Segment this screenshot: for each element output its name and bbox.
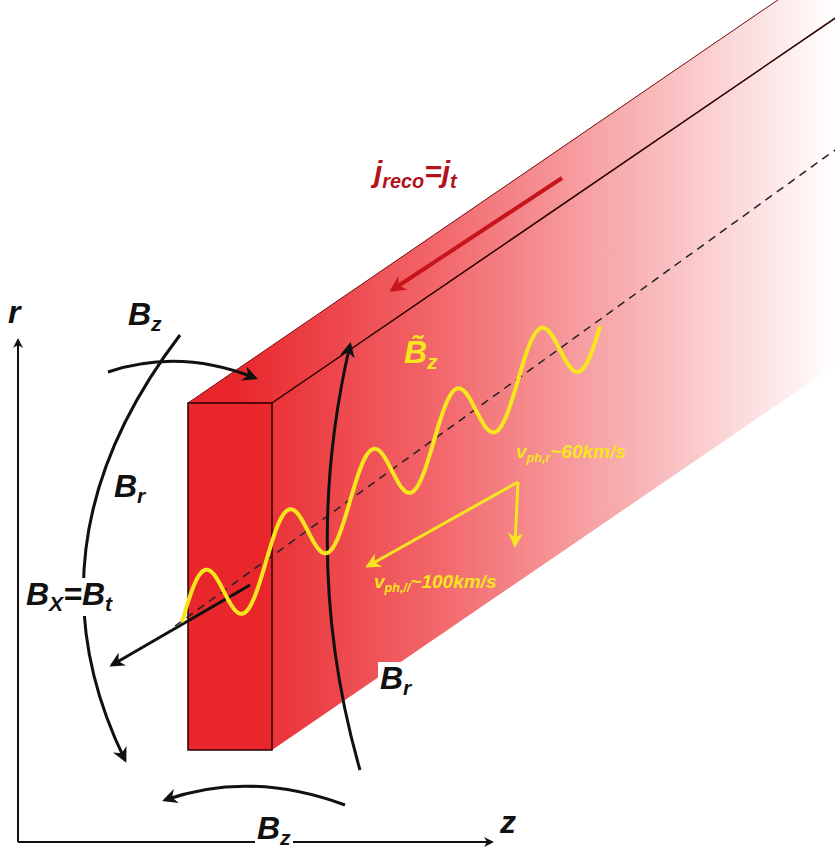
subscript: X (49, 592, 63, 615)
symbol: B (26, 576, 49, 612)
field-label: BX=Bt (24, 578, 114, 616)
symbol: =j (424, 155, 450, 188)
subscript: z (151, 312, 162, 335)
velocity-label: vph,r~60km/s (514, 442, 628, 465)
field-label: Bz (255, 812, 293, 850)
subscript: t (450, 170, 457, 192)
current-arrow (392, 178, 562, 290)
slab-side-face (272, 0, 835, 750)
symbol: B (128, 296, 151, 332)
axis-label: z (498, 806, 518, 840)
subscript: r (137, 484, 145, 507)
subscript: z (427, 350, 438, 373)
symbol: ~60km/s (550, 441, 626, 462)
slab-edge (272, 0, 835, 403)
symbol: z (500, 804, 516, 840)
symbol: j (374, 155, 382, 188)
symbol: v (516, 441, 527, 462)
symbol: B (114, 468, 137, 504)
radial-velocity-arrow (515, 482, 518, 545)
br-field-line (83, 335, 180, 760)
field-label: Br (378, 662, 413, 700)
field-label: Br (112, 470, 147, 508)
subscript: reco (382, 170, 424, 192)
sheet-axis (175, 150, 835, 626)
bz-field-line (165, 786, 345, 805)
subscript: ph,r (527, 451, 551, 465)
subscript: z (280, 826, 291, 849)
symbol: v (374, 571, 385, 592)
parallel-velocity-arrow (368, 482, 518, 566)
symbol: =B (63, 576, 105, 612)
current-label: jreco=jt (372, 156, 459, 192)
velocity-label: vph,//~100km/s (372, 572, 498, 595)
symbol: B (257, 810, 280, 846)
axis-label: r (6, 296, 22, 330)
symbol: B (380, 660, 403, 696)
symbol: B̃ (404, 334, 427, 370)
subscript: r (403, 676, 411, 699)
bx-field-arrow (112, 585, 250, 665)
br-field-line (327, 345, 360, 770)
bz-field-line (108, 361, 255, 378)
symbol: ~100km/s (410, 571, 496, 592)
field-label: Bz (126, 298, 164, 336)
r-axis (17, 340, 19, 842)
subscript: t (105, 592, 112, 615)
field-label: B̃z (402, 336, 440, 374)
subscript: ph,// (385, 581, 411, 595)
symbol: r (8, 294, 20, 330)
wave-perturbation (182, 326, 600, 622)
